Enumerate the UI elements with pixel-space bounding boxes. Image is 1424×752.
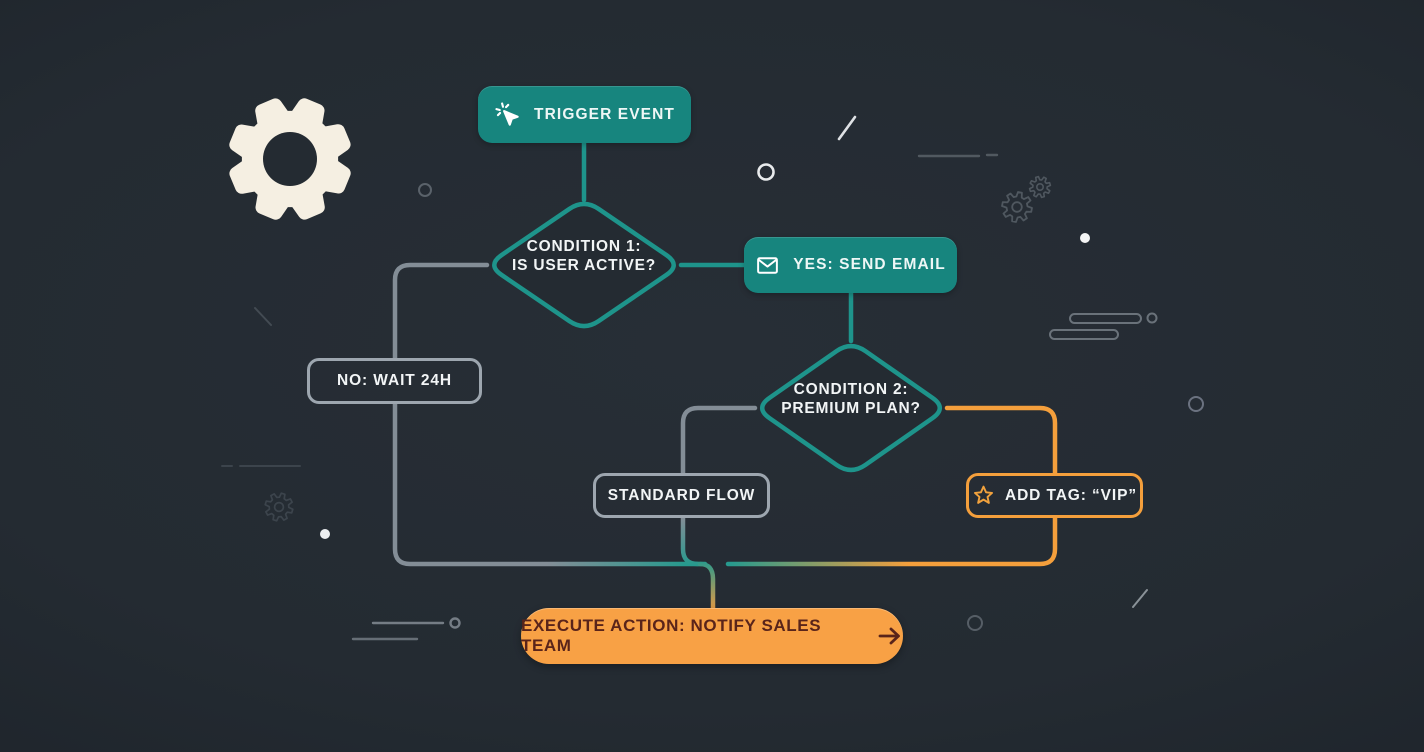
execute-action-label: EXECUTE ACTION: NOTIFY SALES TEAM	[521, 616, 822, 655]
white-dot-decoration	[1080, 233, 1090, 243]
wait-24h-node[interactable]: NO: WAIT 24H	[307, 358, 482, 404]
edge-condition2-to-standard	[680, 405, 758, 476]
edge-condition2-to-add-tag	[944, 405, 1058, 476]
add-tag-vip-node[interactable]: ADD TAG: “VIP”	[966, 473, 1143, 518]
gear-outline-hole-left	[273, 501, 285, 513]
send-email-label: YES: SEND EMAIL	[793, 256, 946, 273]
gear-hole	[263, 132, 317, 186]
execute-action-node[interactable]: EXECUTE ACTION: NOTIFY SALES TEAM	[521, 608, 903, 664]
arrow-right-icon	[878, 627, 900, 645]
slash-decoration-left	[254, 307, 272, 326]
dash-line-decoration	[917, 153, 999, 158]
standard-flow-node[interactable]: STANDARD FLOW	[593, 473, 770, 518]
edge-wait-to-merge	[392, 401, 708, 567]
standard-flow-label: STANDARD FLOW	[607, 486, 756, 504]
condition2-label: CONDITION 2: PREMIUM PLAN?	[781, 381, 921, 417]
envelope-icon	[757, 256, 779, 274]
edge-merge-to-execute	[697, 561, 716, 614]
edge-condition1-to-wait	[392, 262, 490, 361]
speed-lines-decoration	[1049, 312, 1158, 340]
line-circle-decoration-bottom-left	[351, 617, 461, 641]
slash-decoration-bottom-right	[1132, 589, 1148, 608]
add-tag-vip-label: ADD TAG: “VIP”	[1004, 486, 1137, 504]
white-dot-decoration-left	[320, 529, 330, 539]
gear-outline-icon-small	[1028, 175, 1052, 199]
condition1-diamond[interactable]	[492, 201, 676, 329]
wait-24h-label: NO: WAIT 24H	[336, 372, 452, 389]
gear-outline-hole	[1011, 201, 1023, 213]
cursor-click-icon	[495, 102, 519, 126]
small-circle-decoration	[418, 183, 432, 197]
trigger-event-label: TRIGGER EVENT	[534, 105, 675, 123]
condition2-diamond[interactable]	[759, 343, 943, 473]
edge-standard-to-merge	[680, 515, 701, 567]
condition1-label: CONDITION 1: IS USER ACTIVE?	[511, 238, 657, 274]
send-email-node[interactable]: YES: SEND EMAIL	[744, 237, 957, 293]
gear-outline-icon-left	[264, 492, 294, 522]
star-icon	[973, 485, 993, 504]
slash-decoration	[837, 115, 857, 141]
white-circle-decoration	[757, 163, 775, 181]
gear-outline-hole-small	[1036, 183, 1045, 192]
trigger-event-node[interactable]: TRIGGER EVENT	[478, 86, 691, 143]
edge-add-tag-to-merge	[725, 515, 1058, 567]
circle-decoration-bottom	[967, 615, 983, 631]
gear-outline-icon	[1001, 191, 1033, 223]
circle-decoration	[1188, 396, 1204, 412]
